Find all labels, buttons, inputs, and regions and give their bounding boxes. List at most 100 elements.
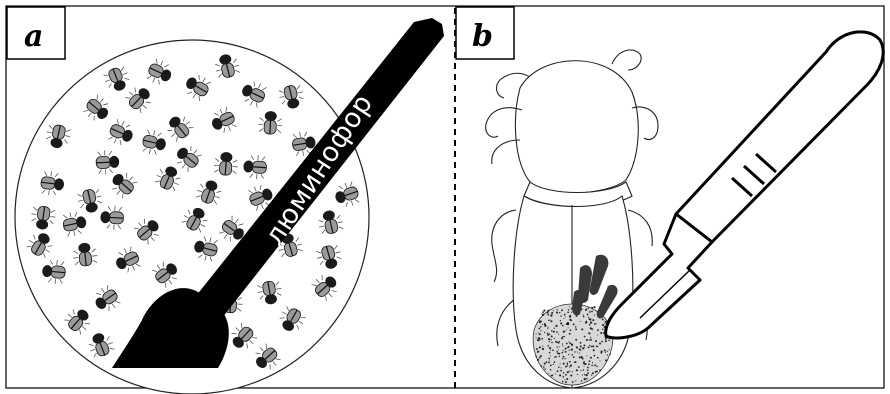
stipple-dot <box>586 355 587 356</box>
stipple-dot <box>568 309 569 310</box>
stipple-dot <box>541 338 543 340</box>
stipple-dot <box>579 348 581 350</box>
stipple-dot <box>580 345 582 347</box>
stipple-dot <box>571 312 572 313</box>
stipple-dot <box>542 346 543 347</box>
stipple-dot <box>568 327 569 328</box>
stipple-dot <box>554 356 555 357</box>
stipple-dot <box>543 310 545 312</box>
stipple-dot <box>552 349 554 351</box>
stipple-dot <box>584 336 586 338</box>
stipple-dot <box>551 330 553 332</box>
stipple-dot <box>559 341 560 342</box>
stipple-dot <box>569 316 571 318</box>
stipple-dot <box>580 321 581 322</box>
stipple-dot <box>584 347 585 348</box>
stipple-dot <box>567 371 569 373</box>
stipple-dot <box>551 312 553 314</box>
stipple-dot <box>547 327 548 328</box>
stipple-dot <box>590 339 592 341</box>
stipple-dot <box>599 343 601 345</box>
stipple-dot <box>589 340 590 341</box>
stipple-dot <box>609 349 610 350</box>
stipple-dot <box>565 381 567 383</box>
stipple-dot <box>567 364 568 365</box>
stipple-dot <box>571 344 573 346</box>
stipple-dot <box>555 373 556 374</box>
stipple-dot <box>556 331 558 333</box>
stipple-dot <box>571 349 573 351</box>
stipple-dot <box>600 352 602 354</box>
stipple-dot <box>549 360 550 361</box>
stipple-dot <box>550 375 551 376</box>
stipple-dot <box>594 364 596 366</box>
stipple-dot <box>561 309 563 311</box>
stipple-dot <box>578 366 580 368</box>
stipple-dot <box>567 323 569 325</box>
stipple-dot <box>544 325 546 327</box>
stipple-dot <box>592 311 593 312</box>
stipple-dot <box>596 371 598 373</box>
stipple-dot <box>570 374 572 376</box>
stipple-dot <box>569 333 571 335</box>
stipple-dot <box>568 354 569 355</box>
stipple-dot <box>554 338 555 339</box>
stipple-dot <box>551 342 553 344</box>
stipple-dot <box>588 317 589 318</box>
stipple-dot <box>565 358 566 359</box>
stipple-dot <box>587 367 589 369</box>
stipple-dot <box>567 347 568 348</box>
stipple-dot <box>542 312 543 313</box>
stipple-dot <box>590 320 591 321</box>
stipple-dot <box>562 345 563 346</box>
stipple-dot <box>589 312 590 313</box>
stipple-dot <box>592 329 593 330</box>
stipple-dot <box>563 372 565 374</box>
stipple-dot <box>562 350 563 351</box>
stipple-dot <box>602 318 604 320</box>
stipple-dot <box>566 343 568 345</box>
stipple-dot <box>584 379 586 381</box>
stipple-dot <box>595 340 597 342</box>
stipple-dot <box>573 356 575 358</box>
stipple-dot <box>574 351 575 352</box>
stipple-dot <box>562 381 564 383</box>
stipple-dot <box>597 357 599 359</box>
stipple-dot <box>590 357 592 359</box>
stipple-dot <box>576 346 578 348</box>
stipple-dot <box>562 358 563 359</box>
stipple-dot <box>557 309 558 310</box>
stipple-dot <box>592 345 594 347</box>
stipple-dot <box>542 348 544 350</box>
stipple-dot <box>550 355 551 356</box>
stipple-dot <box>550 350 551 351</box>
stipple-dot <box>605 351 606 352</box>
stipple-dot <box>558 349 559 350</box>
stipple-dot <box>553 331 555 333</box>
stipple-dot <box>553 364 554 365</box>
stipple-dot <box>539 328 541 330</box>
stipple-dot <box>540 321 542 323</box>
stipple-dot <box>549 352 550 353</box>
stipple-dot <box>575 339 577 341</box>
stipple-dot <box>594 306 596 308</box>
stipple-dot <box>550 369 552 371</box>
stipple-dot <box>537 359 539 361</box>
panel-b-label: b <box>472 19 493 54</box>
stipple-dot <box>575 361 577 363</box>
stipple-dot <box>575 328 577 330</box>
stipple-dot <box>548 362 550 364</box>
stipple-dot <box>547 334 549 336</box>
stipple-dot <box>594 355 596 357</box>
stipple-dot <box>562 325 564 327</box>
stipple-dot <box>551 320 553 322</box>
stipple-dot <box>562 343 563 344</box>
stipple-dot <box>538 337 540 339</box>
stipple-dot <box>592 362 593 363</box>
stipple-dot <box>569 367 570 368</box>
stipple-dot <box>590 327 592 329</box>
scalpel-icon <box>606 32 883 338</box>
stipple-dot <box>570 330 572 332</box>
stipple-dot <box>572 371 573 372</box>
